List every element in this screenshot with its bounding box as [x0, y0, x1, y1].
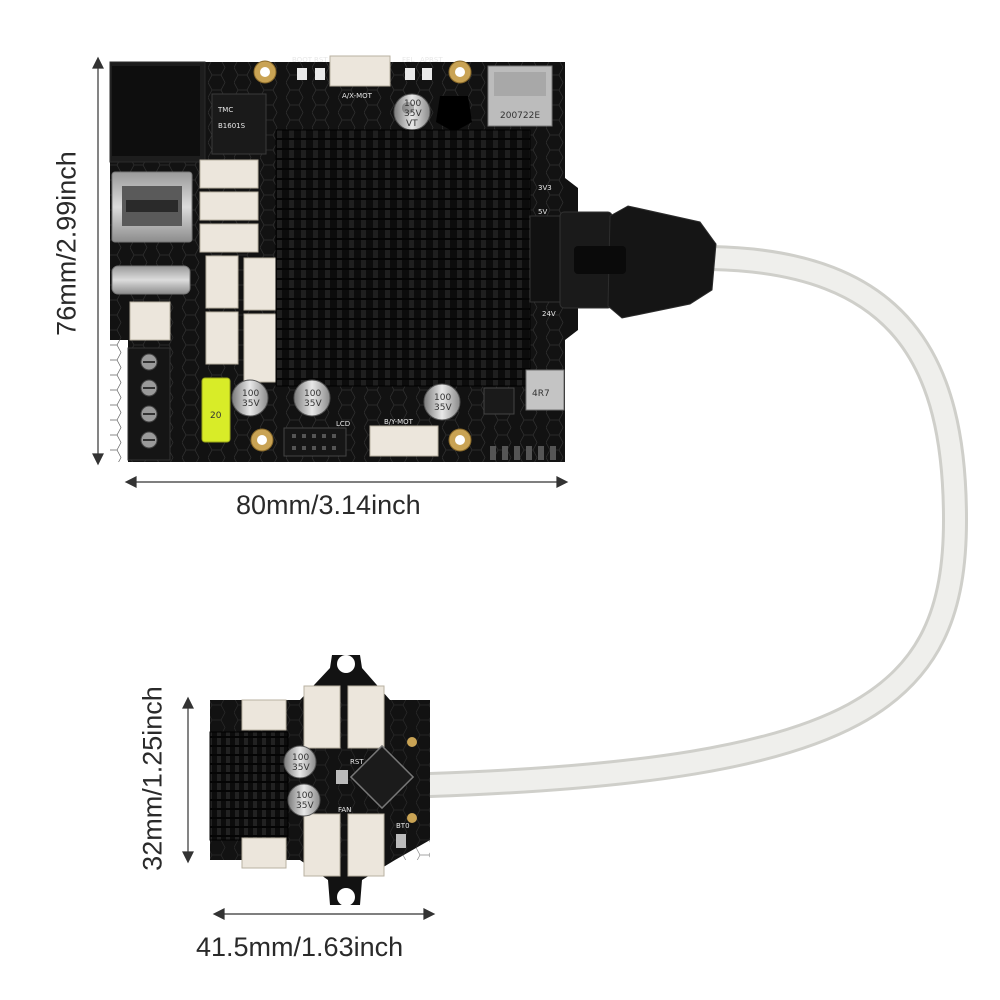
silk-cap2-value: 100: [242, 389, 259, 399]
silk-mot1: A/X-MOT: [342, 92, 373, 100]
silk-cap-value: 100: [404, 99, 421, 109]
silk-24v: 24V: [542, 310, 556, 318]
silk-inductor: 4R7: [532, 389, 550, 399]
silk-small-fan: FAN: [338, 806, 351, 814]
silk-fuse: 20: [210, 411, 222, 421]
silk-cap-voltage: 35V: [404, 109, 422, 119]
silk-sd-code: 200722E: [500, 111, 540, 121]
small-height-label: 32mm/1.25inch: [137, 686, 168, 871]
silk-3v3: 3V3: [538, 184, 552, 192]
main-board: [109, 55, 578, 462]
silk-cap3-value: 100: [304, 389, 321, 399]
silk-driver-model: B1601S: [218, 122, 246, 130]
cable: [417, 245, 969, 798]
silk-small-cap-value: 100: [292, 753, 309, 763]
silk-fel: FEL: [402, 56, 414, 64]
silk-boot: BOOT: [292, 56, 313, 64]
silk-5v: 5V: [538, 208, 547, 216]
cable-plug: [559, 205, 717, 319]
silk-aprst: APRST: [420, 56, 443, 64]
silk-rst: RST: [314, 56, 328, 64]
toolhead-board: [209, 655, 430, 906]
silk-mot2: B/Y-MOT: [384, 418, 414, 426]
silk-small-rst: RST: [350, 758, 364, 766]
main-width-label: 80mm/3.14inch: [236, 490, 421, 520]
small-width-label: 41.5mm/1.63inch: [196, 932, 404, 962]
silk-cap2-voltage: 35V: [242, 399, 260, 409]
silk-driver-brand: TMC: [217, 106, 233, 114]
silk-small-boot: BT0: [396, 822, 410, 830]
silk-small-cap-voltage: 35V: [292, 763, 310, 773]
silk-cap-series: VT: [406, 119, 418, 129]
silk-small-cap2-voltage: 35V: [296, 801, 314, 811]
dimension-lines: [92, 56, 569, 920]
main-height-label: 76mm/2.99inch: [51, 151, 82, 336]
silk-lcd: LCD: [336, 420, 350, 428]
silk-cap3-voltage: 35V: [304, 399, 322, 409]
silk-cap4-voltage: 35V: [434, 403, 452, 413]
silk-small-cap2-value: 100: [296, 791, 313, 801]
silk-cap4-value: 100: [434, 393, 451, 403]
